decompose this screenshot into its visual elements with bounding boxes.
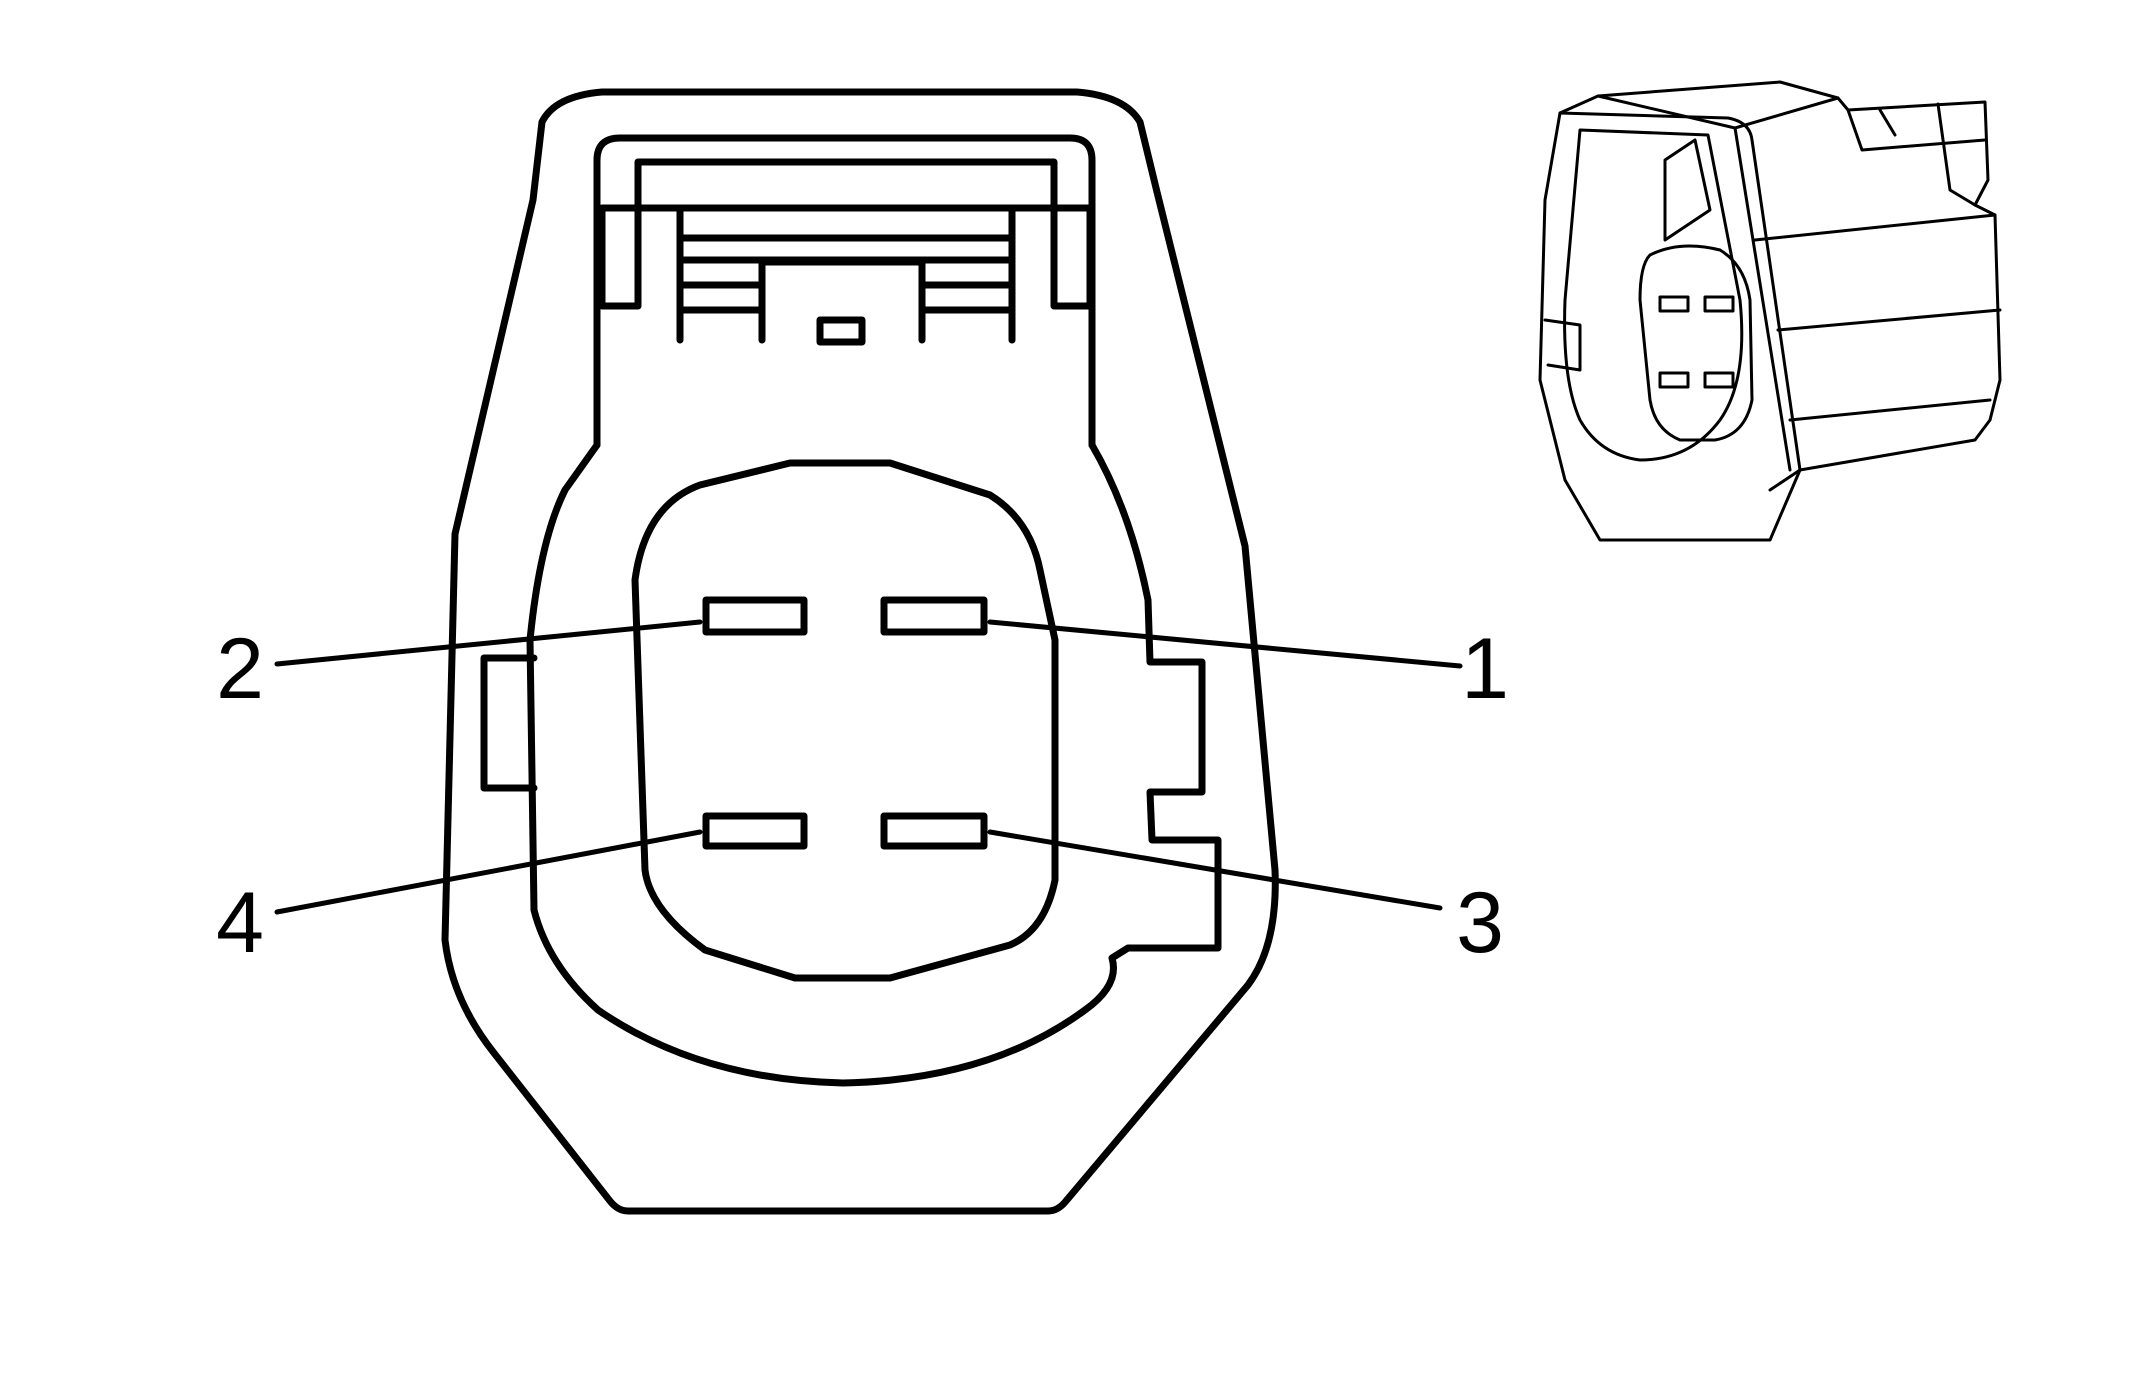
pin-label-2: 2 [216, 621, 264, 717]
connector-isometric-view [1538, 80, 2002, 542]
latch-right-slot [1050, 204, 1094, 310]
latch-release-button [758, 258, 926, 344]
iso-cavity-pin-1 [1703, 295, 1735, 313]
terminal-cavity-pin-2 [702, 596, 808, 636]
latch-top-bar [634, 158, 1058, 212]
iso-terminal-insert [1638, 244, 1754, 442]
connector-shroud [526, 441, 1222, 1087]
pin-label-3: 3 [1456, 875, 1504, 971]
iso-front-inner [1563, 128, 1744, 462]
latch-left-slot [598, 204, 642, 310]
pin-label-4: 4 [216, 875, 264, 971]
iso-latch [1663, 138, 1712, 242]
iso-body-ridge-3 [1936, 102, 1977, 207]
shroud-left-key [480, 654, 538, 792]
terminal-cavity-pin-1 [880, 596, 988, 636]
iso-front-face [1538, 111, 1802, 542]
connector-face-view [274, 88, 1463, 1215]
iso-body-rib-1 [1733, 126, 1792, 472]
iso-body-ridge-1 [1846, 108, 1987, 152]
terminal-cavity-pin-4 [702, 812, 808, 850]
latch-nub [816, 316, 866, 346]
iso-side-tab [1543, 318, 1582, 372]
terminal-insert [631, 459, 1059, 982]
terminal-cavity-pin-3 [880, 812, 988, 850]
iso-cavity-pin-4 [1658, 371, 1690, 389]
leader-line-pin-1 [987, 619, 1463, 669]
iso-body-top-edge [1596, 94, 1840, 130]
locking-latch-frame [593, 134, 1096, 449]
iso-body-rib-2 [1753, 213, 1997, 242]
iso-body-ridge-2 [1878, 108, 1897, 137]
connector-housing-outline [441, 88, 1279, 1215]
latch-body [676, 204, 1016, 344]
iso-body-rib-4 [1788, 398, 1992, 422]
iso-body-side [1558, 80, 2002, 492]
leader-line-pin-2 [274, 619, 703, 667]
pin-label-1: 1 [1461, 621, 1509, 717]
leader-line-pin-4 [274, 829, 703, 915]
leader-line-pin-3 [987, 829, 1443, 911]
iso-cavity-pin-3 [1703, 371, 1735, 389]
iso-cavity-pin-2 [1658, 295, 1690, 313]
iso-body-rib-3 [1776, 308, 2002, 332]
